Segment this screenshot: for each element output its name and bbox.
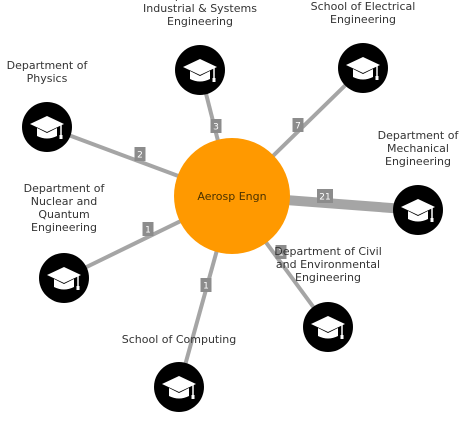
label-line: Engineering bbox=[295, 271, 361, 284]
department-node-computing[interactable] bbox=[154, 362, 204, 412]
graduation-cap-icon bbox=[311, 316, 345, 339]
graduation-cap-icon bbox=[162, 376, 196, 399]
hub-label: Aerosp Engn bbox=[197, 190, 266, 203]
department-node-nre[interactable] bbox=[39, 253, 89, 303]
weight-badge bbox=[200, 278, 212, 292]
weight-badge bbox=[275, 245, 287, 259]
department-label-isye: Department ofIndustrial & SystemsEnginee… bbox=[143, 0, 257, 28]
label-line: Mechanical bbox=[387, 142, 449, 155]
edge-weight-isye: 3 bbox=[210, 119, 222, 133]
label-line: Nuclear and bbox=[31, 195, 98, 208]
weight-badge bbox=[317, 189, 333, 203]
department-node-cee[interactable] bbox=[303, 302, 353, 352]
label-line: Department of bbox=[160, 0, 242, 2]
label-line: Engineering bbox=[167, 15, 233, 28]
department-label-computing: School of Computing bbox=[122, 333, 237, 346]
weight-value: 2 bbox=[137, 151, 143, 161]
label-line: Engineering bbox=[330, 13, 396, 26]
weight-badge bbox=[134, 147, 146, 161]
weight-value: 7 bbox=[295, 122, 301, 132]
label-line: Industrial & Systems bbox=[143, 2, 257, 15]
edge-weight-ece: 7 bbox=[292, 118, 304, 132]
graduation-cap-icon bbox=[401, 199, 435, 222]
label-line: Department of bbox=[378, 129, 460, 142]
weight-value: 1 bbox=[145, 226, 151, 236]
department-node-ece[interactable] bbox=[338, 43, 388, 93]
edge-weight-me: 21 bbox=[317, 189, 333, 203]
graduation-cap-icon bbox=[47, 267, 81, 290]
label-line: Quantum bbox=[38, 208, 89, 221]
department-node-me[interactable] bbox=[393, 185, 443, 235]
label-line: and Environmental bbox=[276, 258, 380, 271]
edge-weight-nre: 1 bbox=[142, 222, 154, 236]
graduation-cap-icon bbox=[30, 116, 64, 139]
graduation-cap-icon bbox=[346, 57, 380, 80]
label-line: Department of Civil bbox=[274, 245, 382, 258]
label-line: Department of bbox=[7, 59, 89, 72]
edge-weight-cee: 1 bbox=[275, 245, 287, 259]
edge-weight-physics: 2 bbox=[134, 147, 146, 161]
department-node-physics[interactable] bbox=[22, 102, 72, 152]
weight-value: 21 bbox=[319, 193, 330, 203]
hub-node[interactable] bbox=[174, 138, 290, 254]
label-line: Engineering bbox=[385, 155, 451, 168]
department-node-isye[interactable] bbox=[175, 45, 225, 95]
label-line: Engineering bbox=[31, 221, 97, 234]
weight-badge bbox=[292, 118, 304, 132]
weight-value: 3 bbox=[213, 123, 219, 133]
weight-badge bbox=[142, 222, 154, 236]
graduation-cap-icon bbox=[183, 59, 217, 82]
label-line: School of Computing bbox=[122, 333, 237, 346]
weight-value: 1 bbox=[203, 282, 209, 292]
label-line: School of Electrical bbox=[311, 0, 416, 13]
edge-weight-computing: 1 bbox=[200, 278, 212, 292]
weight-value: 1 bbox=[278, 249, 284, 259]
label-line: Physics bbox=[27, 72, 68, 85]
weight-badge bbox=[210, 119, 222, 133]
label-line: Department of bbox=[24, 182, 106, 195]
